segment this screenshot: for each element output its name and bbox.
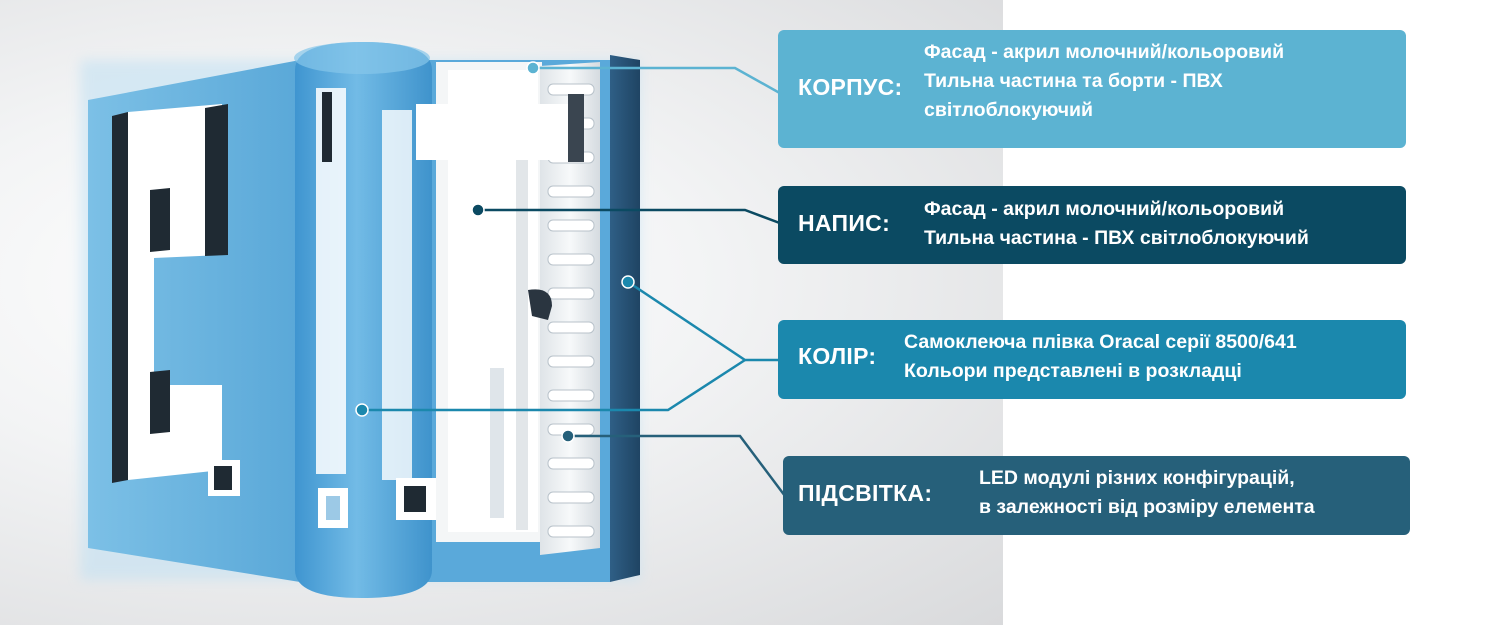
callout-pidsvitka-line-1: LED модулі різних конфігурацій, bbox=[979, 467, 1295, 489]
connector-dots bbox=[355, 61, 635, 443]
dot-napys bbox=[471, 203, 485, 217]
led-module bbox=[547, 355, 595, 368]
led-module bbox=[547, 321, 595, 334]
led-module bbox=[547, 219, 595, 232]
letter-t bbox=[416, 94, 584, 530]
callout-kolir-label: КОЛІР: bbox=[798, 343, 877, 369]
connector-napys bbox=[478, 208, 786, 227]
dot-kolir-cylinder bbox=[355, 403, 369, 417]
callout-connectors bbox=[362, 66, 786, 497]
callout-napys-line-2: Тильна частина - ПВХ світлоблокуючий bbox=[924, 227, 1309, 249]
led-module bbox=[547, 389, 595, 402]
callout-kolir: КОЛІР: Самоклеюча плівка Oracal серії 85… bbox=[778, 320, 1406, 399]
dot-korpus bbox=[526, 61, 540, 75]
led-module bbox=[547, 457, 595, 470]
callout-kolir-line-1: Самоклеюча плівка Oracal серії 8500/641 bbox=[904, 331, 1297, 353]
callout-korpus: КОРПУС: Фасад - акрил молочний/кольорови… bbox=[778, 30, 1406, 148]
led-module bbox=[547, 83, 595, 96]
callout-pidsvitka-label: ПІДСВІТКА: bbox=[798, 480, 933, 506]
connector-kolir-lower bbox=[362, 358, 746, 412]
callout-korpus-text: Фасад - акрил молочний/кольоровий Тильна… bbox=[924, 38, 1284, 125]
connector-kolir-upper bbox=[627, 280, 785, 362]
callout-pidsvitka-text: LED модулі різних конфігурацій, в залежн… bbox=[979, 464, 1315, 522]
led-panel bbox=[490, 62, 600, 555]
callout-napys: НАПИС: Фасад - акрил молочний/кольоровий… bbox=[778, 186, 1406, 264]
dot-kolir-side bbox=[621, 275, 635, 289]
callout-napys-line-1: Фасад - акрил молочний/кольоровий bbox=[924, 198, 1285, 220]
callout-korpus-label: КОРПУС: bbox=[798, 74, 903, 100]
callout-kolir-text: Самоклеюча плівка Oracal серії 8500/641 … bbox=[904, 328, 1297, 386]
callout-napys-text: Фасад - акрил молочний/кольоровий Тильна… bbox=[924, 195, 1309, 253]
led-module bbox=[547, 491, 595, 504]
dot-pidsvitka bbox=[561, 429, 575, 443]
connector-korpus bbox=[533, 66, 786, 98]
led-module bbox=[547, 287, 595, 300]
letter-c bbox=[112, 104, 240, 496]
callout-kolir-line-2: Кольори представлені в розкладці bbox=[904, 360, 1242, 382]
connector-pidsvitka bbox=[568, 434, 786, 497]
callout-korpus-line-3: світлоблокуючий bbox=[924, 99, 1093, 121]
led-module bbox=[547, 525, 595, 538]
cylinder-element bbox=[294, 42, 436, 598]
callout-pidsvitka-line-2: в залежності від розміру елемента bbox=[979, 496, 1315, 518]
led-module bbox=[547, 253, 595, 266]
callout-korpus-line-1: Фасад - акрил молочний/кольоровий bbox=[924, 41, 1285, 63]
callout-korpus-line-2: Тильна частина та борти - ПВХ bbox=[924, 70, 1223, 92]
callout-pidsvitka: ПІДСВІТКА: LED модулі різних конфігураці… bbox=[783, 456, 1410, 535]
led-module bbox=[547, 185, 595, 198]
callout-napys-label: НАПИС: bbox=[798, 210, 891, 236]
